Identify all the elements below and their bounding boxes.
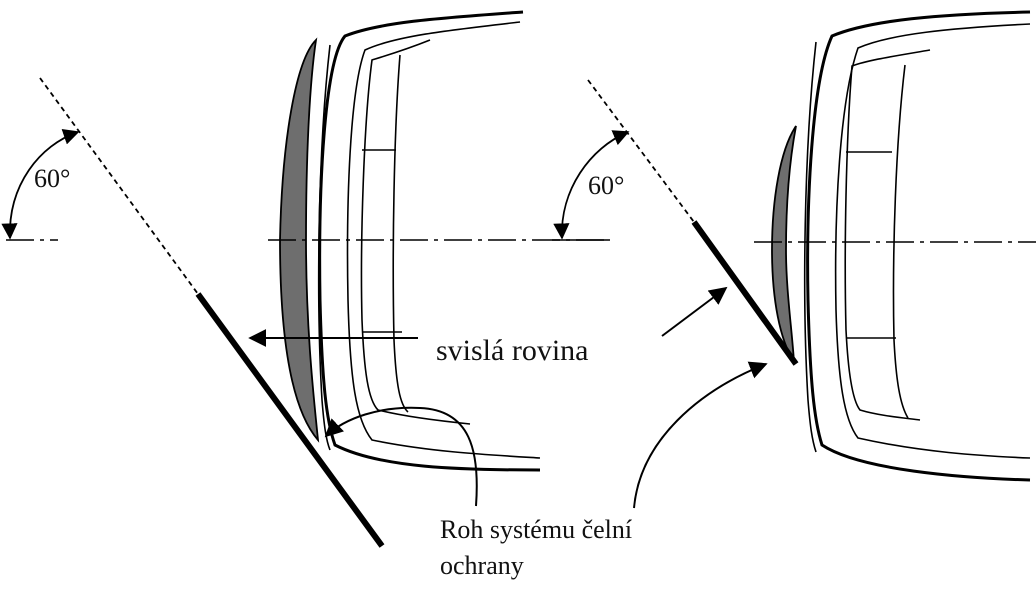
left-plane-line: [195, 292, 385, 548]
left-angle-arc: [1, 129, 80, 240]
right-dashed-line: [587, 79, 695, 223]
left-panel-edge: [392, 54, 409, 413]
right-bumper: [771, 125, 797, 363]
left-body-outer: [318, 10, 541, 472]
left-inner-panel: [360, 39, 471, 425]
corner-arrow-right: [633, 361, 768, 509]
right-angle-arc: [553, 130, 630, 240]
left-vehicle: [279, 10, 541, 472]
right-vertical-rib: [803, 41, 817, 453]
right-vehicle: [771, 10, 1031, 482]
right-references: [552, 79, 1036, 366]
left-bumper: [279, 37, 320, 443]
left-angle-label: 60°: [34, 164, 70, 193]
right-body-inner: [834, 23, 1031, 459]
left-body-inner: [346, 21, 541, 459]
corner-arrow-left: [324, 406, 478, 507]
right-plane-line: [691, 220, 799, 366]
vertical-plane-label: svislá rovina: [436, 334, 588, 367]
vertical-plane-arrow-right: [661, 286, 728, 337]
right-angle-label: 60°: [588, 171, 624, 200]
corner-label-line1: Roh systému čelní: [440, 515, 632, 544]
leader-lines: [248, 286, 768, 509]
corner-label-line2: ochrany: [440, 551, 524, 580]
right-body-outer: [806, 10, 1031, 482]
right-inner-panel: [844, 49, 931, 421]
right-panel-edge: [892, 64, 909, 419]
